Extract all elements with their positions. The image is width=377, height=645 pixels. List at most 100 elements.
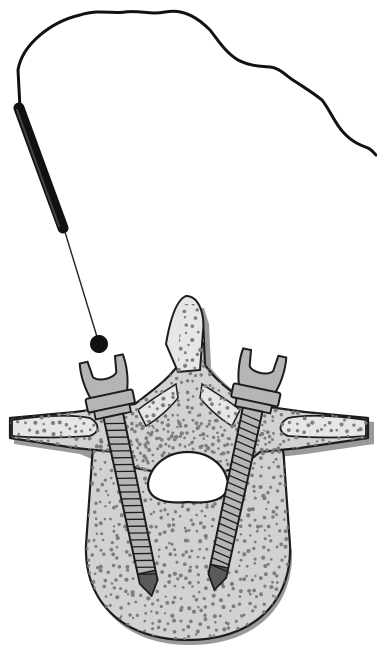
bone-dot bbox=[197, 331, 200, 334]
bone-dot bbox=[40, 380, 43, 383]
bone-dot bbox=[348, 399, 352, 403]
bone-dot bbox=[188, 529, 191, 532]
bone-dot bbox=[27, 354, 31, 358]
bone-dot bbox=[259, 474, 262, 477]
bone-dot bbox=[30, 476, 34, 480]
bone-dot bbox=[40, 453, 44, 457]
bone-dot bbox=[47, 363, 51, 367]
bone-dot bbox=[11, 370, 15, 374]
bone-dot bbox=[240, 533, 243, 536]
bone-dot bbox=[92, 626, 95, 629]
bone-dot bbox=[92, 312, 95, 315]
bone-dot bbox=[179, 608, 183, 612]
bone-dot bbox=[329, 336, 332, 339]
bone-dot bbox=[246, 513, 250, 517]
bone-dot bbox=[68, 366, 71, 369]
bone-dot bbox=[149, 525, 153, 529]
bone-dot bbox=[228, 392, 231, 395]
bone-dot bbox=[151, 352, 155, 356]
bone-dot bbox=[146, 440, 149, 443]
bone-dot bbox=[267, 549, 270, 552]
bone-dot bbox=[124, 590, 128, 594]
bone-dot bbox=[285, 628, 289, 632]
bone-dot bbox=[324, 424, 327, 427]
bone-dot bbox=[171, 446, 175, 450]
bone-dot bbox=[167, 437, 170, 440]
bone-dot bbox=[194, 374, 197, 377]
bone-dot bbox=[128, 553, 131, 556]
bone-dot bbox=[83, 534, 86, 537]
bone-dot bbox=[167, 418, 170, 421]
bone-dot bbox=[72, 390, 76, 394]
bone-dot bbox=[252, 467, 255, 470]
bone-dot bbox=[283, 346, 287, 350]
bone-dot bbox=[10, 320, 14, 324]
bone-dot bbox=[40, 348, 43, 351]
bone-dot bbox=[92, 424, 95, 427]
bone-dot bbox=[91, 466, 94, 469]
bone-dot bbox=[106, 333, 110, 337]
bone-dot bbox=[364, 421, 367, 424]
bone-dot bbox=[12, 460, 16, 464]
bone-dot bbox=[346, 373, 350, 377]
bone-dot bbox=[180, 431, 184, 435]
bone-dot bbox=[307, 406, 310, 409]
bone-dot bbox=[15, 464, 19, 468]
bone-dot bbox=[129, 372, 132, 375]
bone-dot bbox=[191, 523, 195, 527]
bone-dot bbox=[100, 420, 103, 423]
bone-dot bbox=[283, 518, 286, 521]
bone-dot bbox=[115, 595, 119, 599]
bone-dot bbox=[166, 513, 169, 516]
bone-dot bbox=[26, 409, 30, 413]
bone-dot bbox=[192, 610, 196, 614]
bone-dot bbox=[88, 437, 92, 441]
bone-dot bbox=[213, 451, 216, 454]
bone-dot bbox=[217, 366, 220, 369]
bone-dot bbox=[331, 461, 334, 464]
bone-dot bbox=[256, 525, 260, 529]
bone-dot bbox=[206, 425, 209, 428]
probe-needle bbox=[65, 232, 98, 340]
bone-dot bbox=[257, 343, 260, 346]
bone-dot bbox=[335, 415, 338, 418]
bone-dot bbox=[160, 390, 164, 394]
bone-dot bbox=[344, 347, 347, 350]
bone-dot bbox=[68, 456, 71, 459]
bone-dot bbox=[17, 327, 20, 330]
bone-dot bbox=[331, 358, 334, 361]
bone-dot bbox=[32, 323, 36, 327]
bone-dot bbox=[312, 364, 315, 367]
bone-dot bbox=[198, 622, 202, 626]
bone-dot bbox=[87, 539, 91, 543]
bone-dot bbox=[66, 412, 70, 416]
bone-dot bbox=[203, 437, 206, 440]
bone-dot bbox=[292, 367, 295, 370]
bone-dot bbox=[175, 377, 178, 380]
bone-dot bbox=[306, 467, 309, 470]
bone-dot bbox=[84, 508, 88, 512]
bone-dot bbox=[289, 468, 293, 472]
bone-dot bbox=[10, 400, 13, 403]
bone-dot bbox=[58, 480, 61, 483]
bone-dot bbox=[284, 555, 287, 558]
bone-dot bbox=[75, 382, 79, 386]
bone-dot bbox=[231, 349, 234, 352]
bone-dot bbox=[97, 619, 100, 622]
bone-dot bbox=[195, 421, 199, 425]
bone-dot bbox=[39, 405, 42, 408]
bone-dot bbox=[266, 351, 269, 354]
bone-dot bbox=[30, 365, 33, 368]
bone-dot bbox=[254, 562, 257, 565]
bone-dot bbox=[26, 365, 29, 368]
bone-dot bbox=[99, 445, 103, 449]
bone-dot bbox=[263, 420, 266, 423]
bone-dot bbox=[256, 444, 259, 447]
bone-dot bbox=[83, 305, 86, 308]
bone-dot bbox=[281, 637, 284, 640]
bone-dot bbox=[240, 559, 243, 562]
bone-dot bbox=[151, 327, 154, 330]
bone-dot bbox=[322, 439, 325, 442]
bone-dot bbox=[239, 589, 243, 593]
bone-dot bbox=[184, 351, 187, 354]
